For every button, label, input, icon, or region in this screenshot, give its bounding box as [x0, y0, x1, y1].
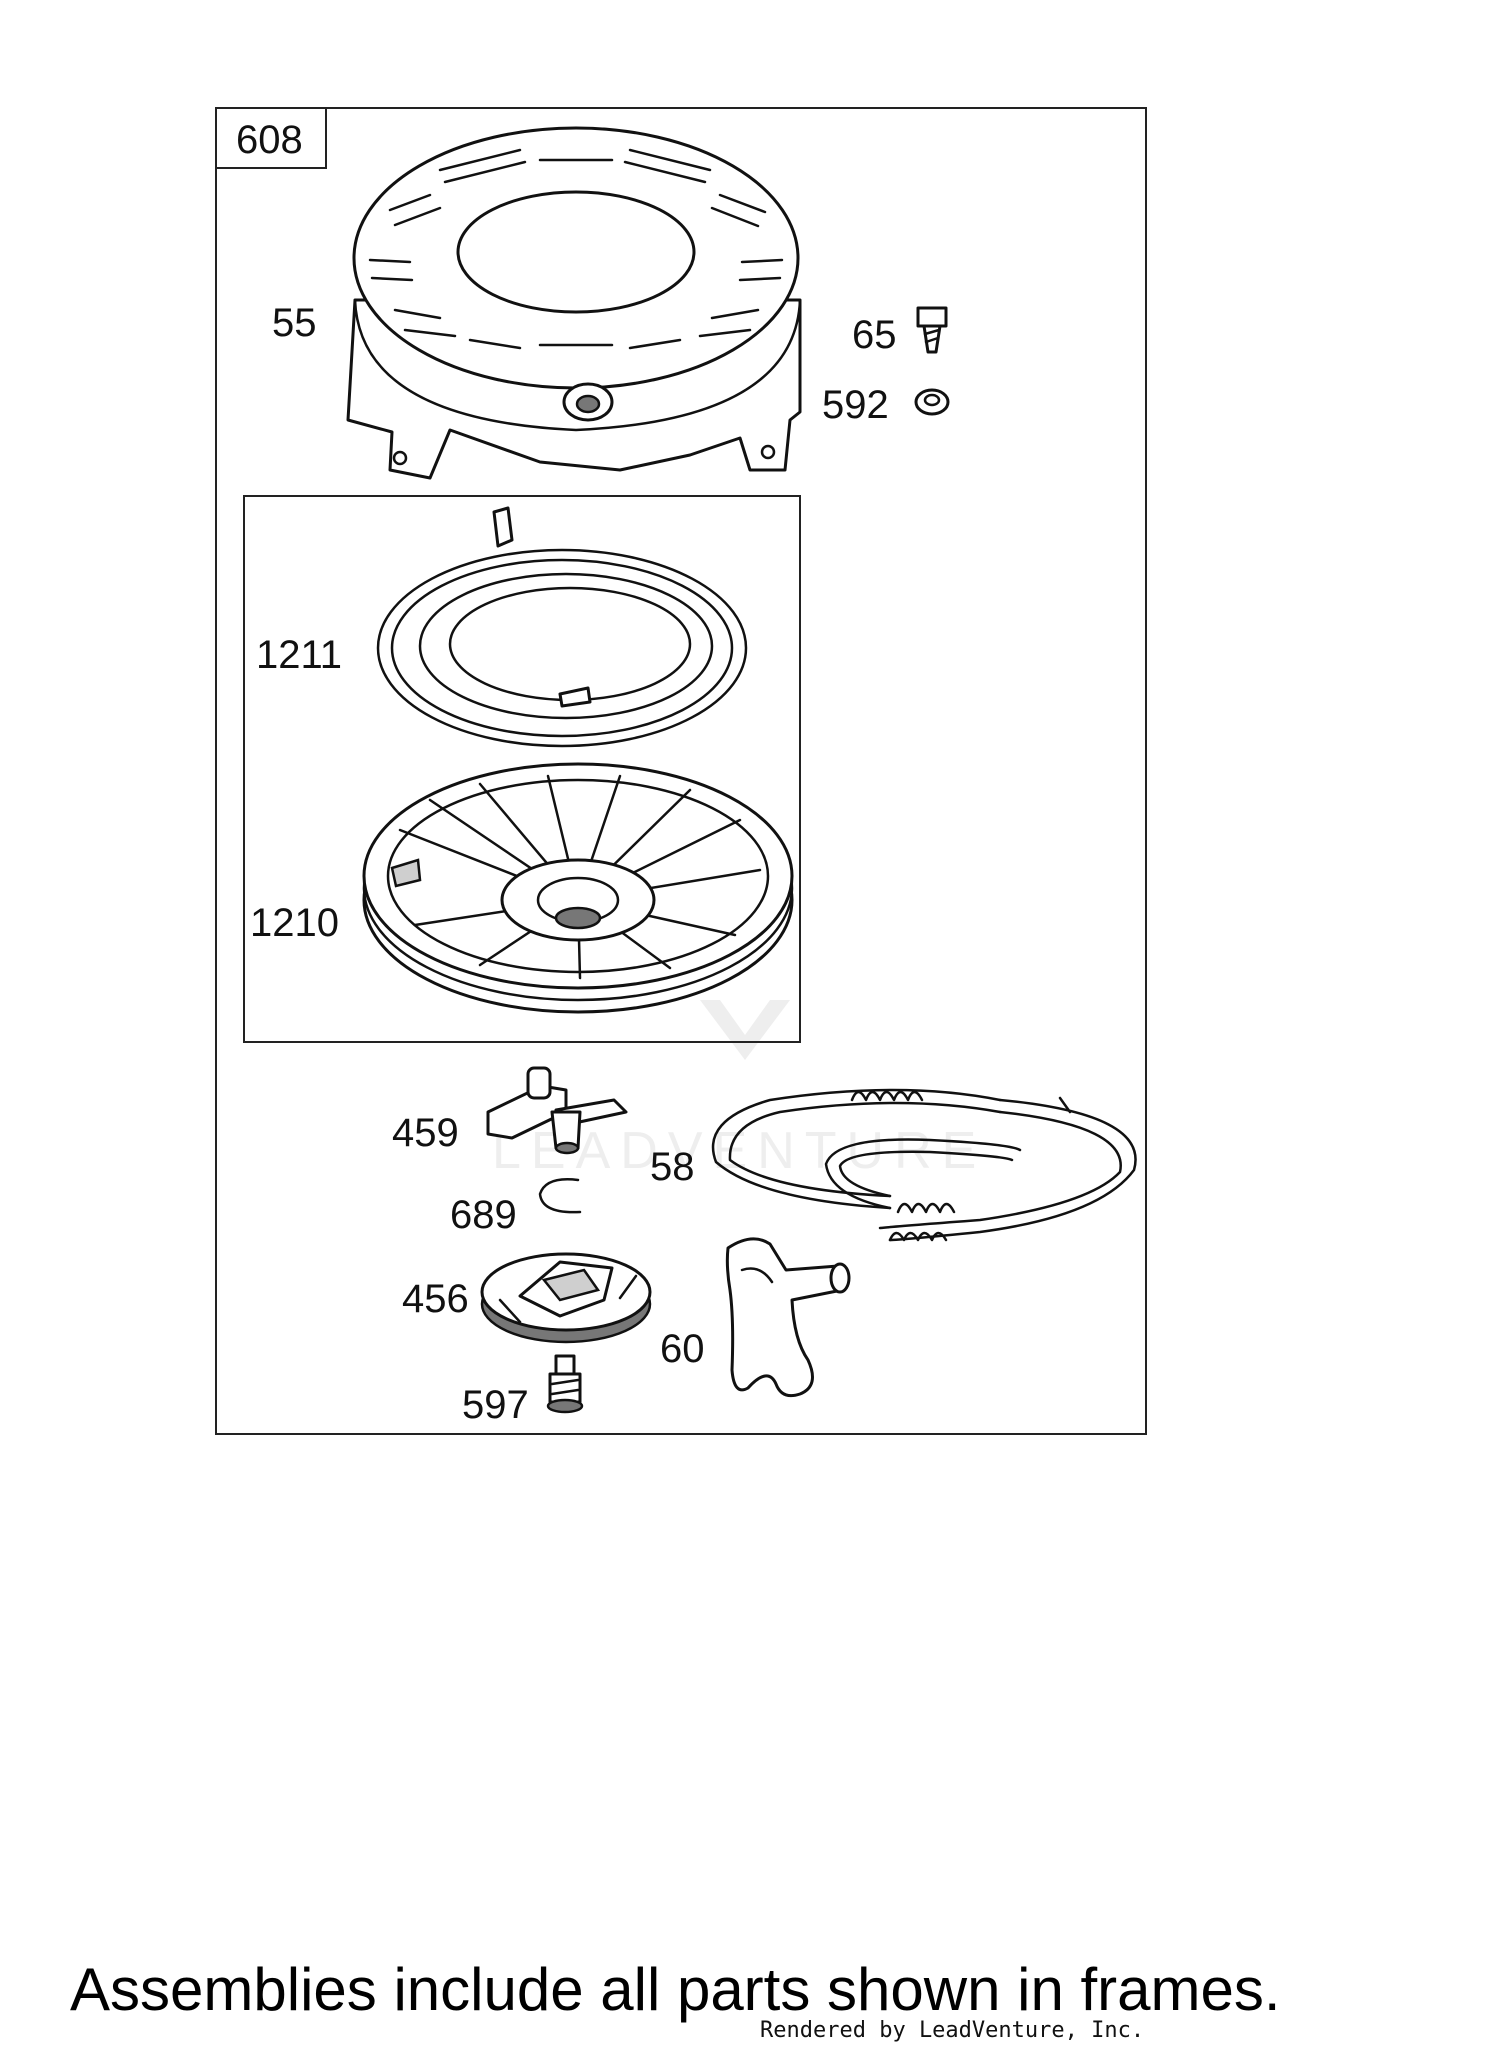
callout-65: 65: [852, 313, 897, 357]
callout-456: 456: [402, 1277, 469, 1321]
retaining-clip: [538, 1178, 582, 1214]
blower-housing: [346, 126, 802, 480]
frame-label-608: 608: [236, 118, 303, 162]
assembly-note: Assemblies include all parts shown in fr…: [70, 1956, 1281, 2023]
callout-58: 58: [650, 1145, 695, 1189]
callout-597: 597: [462, 1383, 529, 1427]
callout-1210: 1210: [250, 901, 339, 945]
callout-1211: 1211: [256, 633, 342, 677]
rope: [711, 1088, 1137, 1242]
screw-65: [916, 306, 948, 354]
handle: [725, 1237, 851, 1398]
inner-assembly-frame: [243, 495, 801, 1043]
callout-55: 55: [272, 301, 317, 345]
pawl: [486, 1066, 628, 1155]
pulley: [362, 762, 794, 1014]
frame-label-box: [215, 107, 327, 169]
pawl-retainer: [480, 1252, 652, 1344]
screw-597: [546, 1354, 584, 1414]
outer-assembly-frame: [215, 107, 1147, 1435]
callout-689: 689: [450, 1193, 517, 1237]
callout-60: 60: [660, 1327, 705, 1371]
render-credit: Rendered by LeadVenture, Inc.: [760, 2018, 1145, 2043]
callout-459: 459: [392, 1111, 459, 1155]
nut-592: [914, 388, 950, 416]
rewind-spring: [376, 506, 748, 748]
callout-592: 592: [822, 383, 889, 427]
